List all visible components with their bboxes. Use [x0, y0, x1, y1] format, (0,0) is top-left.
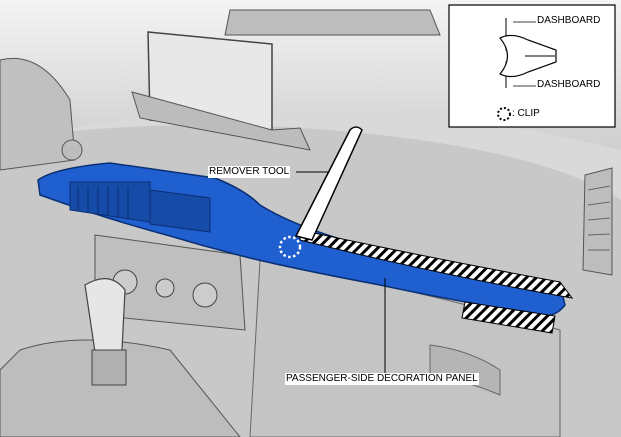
knob: [61, 139, 83, 161]
climate-knob-center: [155, 278, 175, 298]
clip-marker: [278, 235, 302, 259]
defroster-vent: [224, 9, 441, 36]
remover-tool: [294, 126, 363, 241]
climate-knob-right: [192, 282, 218, 308]
shift-boot: [91, 349, 127, 386]
right-vent-slats: [587, 185, 611, 251]
lower-edge-hatch: [461, 301, 556, 334]
dotted-circle-icon: [497, 107, 511, 121]
instrument-hood: [0, 57, 76, 171]
inset-dashboard-bottom-label: DASHBOARD: [537, 79, 601, 90]
panel-vent-right: [149, 189, 211, 233]
right-vent: [582, 167, 613, 276]
panel-vent-slats: [77, 186, 129, 220]
dashboard-edge-hatch: [299, 229, 574, 299]
inset-dashboard-top-label: DASHBOARD: [537, 15, 601, 26]
display-mount: [131, 91, 311, 151]
passenger-panel-label: PASSENGER-SIDE DECORATION PANEL: [285, 373, 479, 385]
shift-knob: [84, 278, 126, 353]
remover-tool-label: REMOVER TOOL: [208, 166, 291, 178]
inset-clip-legend: : CLIP: [512, 108, 540, 119]
